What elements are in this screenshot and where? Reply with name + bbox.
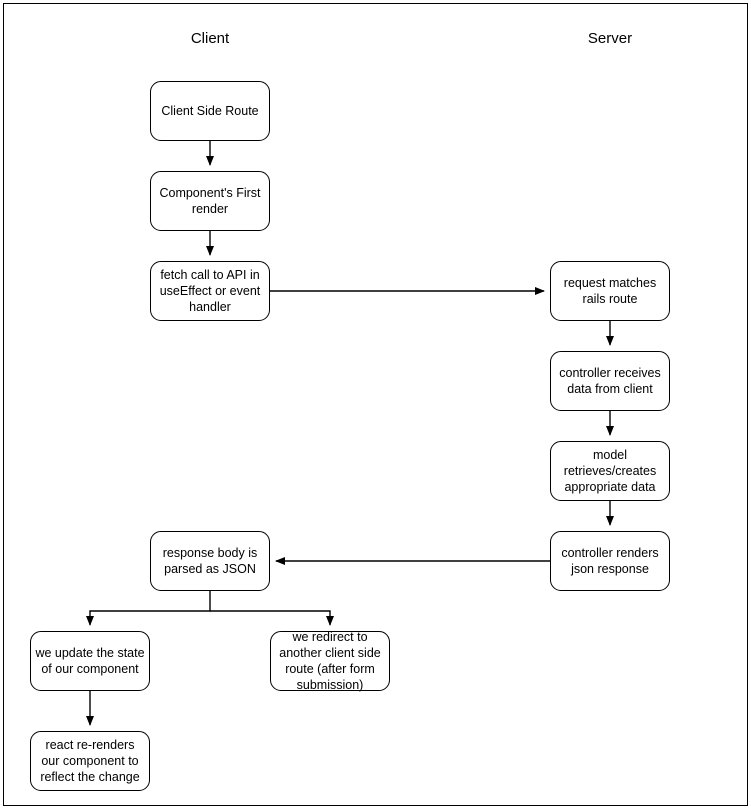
node-fetch-call-label: fetch call to API in useEffect or event … bbox=[159, 268, 261, 314]
node-client-side-route-label: Client Side Route bbox=[161, 104, 259, 118]
node-request-matches-rails-route-label: request matches rails route bbox=[563, 276, 657, 306]
node-response-body-parsed-label: response body is parsed as JSON bbox=[162, 546, 258, 576]
node-model-retrieves-creates[interactable]: model retrieves/creates appropriate data bbox=[550, 441, 670, 501]
node-components-first-render-label: Component's First render bbox=[159, 186, 261, 216]
edge-response-to-redirect bbox=[210, 610, 334, 626]
node-update-state[interactable]: we update the state of our component bbox=[30, 631, 150, 691]
column-title-server-label: Server bbox=[587, 30, 633, 47]
node-redirect-route-label: we redirect to another client side route… bbox=[279, 630, 381, 692]
node-controller-renders-json[interactable]: controller renders json response bbox=[550, 531, 670, 591]
node-redirect-route[interactable]: we redirect to another client side route… bbox=[270, 630, 390, 692]
node-controller-renders-json-label: controller renders json response bbox=[561, 546, 659, 576]
node-controller-receives-data[interactable]: controller receives data from client bbox=[550, 351, 670, 411]
edge-response-to-update bbox=[86, 591, 211, 626]
node-update-state-label: we update the state of our component bbox=[35, 646, 145, 676]
node-client-side-route[interactable]: Client Side Route bbox=[150, 81, 270, 141]
node-model-retrieves-creates-label: model retrieves/creates appropriate data bbox=[563, 448, 657, 494]
node-fetch-call[interactable]: fetch call to API in useEffect or event … bbox=[150, 261, 270, 321]
node-request-matches-rails-route[interactable]: request matches rails route bbox=[550, 261, 670, 321]
node-controller-receives-data-label: controller receives data from client bbox=[559, 366, 661, 396]
node-react-rerenders[interactable]: react re-renders our component to reflec… bbox=[30, 731, 150, 791]
column-title-client: Client bbox=[191, 30, 229, 47]
node-react-rerenders-label: react re-renders our component to reflec… bbox=[40, 738, 140, 784]
column-title-client-label: Client bbox=[190, 30, 230, 47]
node-components-first-render[interactable]: Component's First render bbox=[150, 171, 270, 231]
column-title-server: Server bbox=[588, 30, 632, 47]
node-response-body-parsed[interactable]: response body is parsed as JSON bbox=[150, 531, 270, 591]
